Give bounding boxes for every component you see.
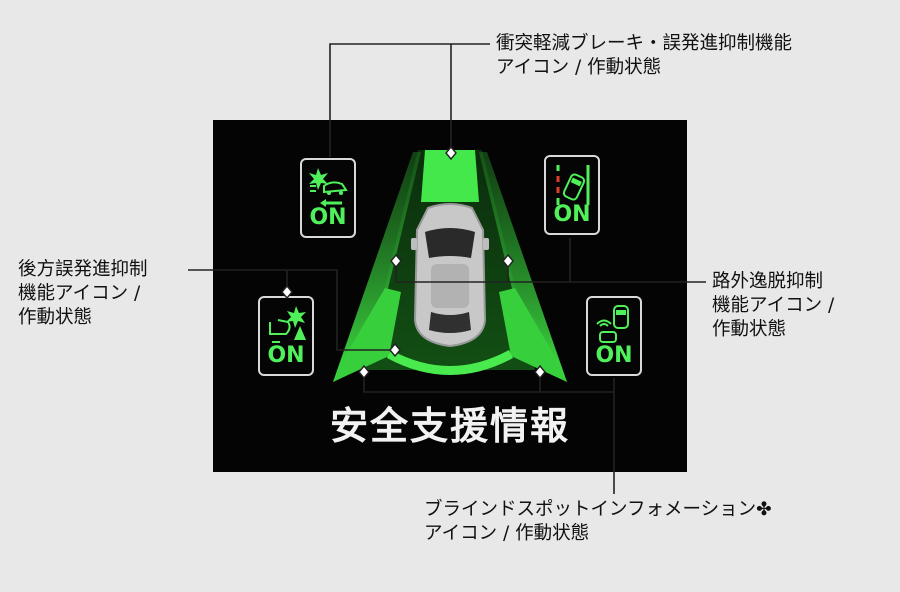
- rear-right-zone: [499, 288, 567, 382]
- right-lane-line: [479, 152, 567, 382]
- callout-rear-line3: 作動状態: [18, 307, 93, 328]
- blind-spot-indicator: ON: [586, 296, 642, 376]
- callout-rear-misacceleration: 後方誤発進抑制 機能アイコン / 作動状態: [18, 258, 148, 330]
- display-title: 安全支援情報: [329, 404, 570, 448]
- leader-rear-zone: [188, 269, 395, 351]
- vehicle-icon: [411, 203, 489, 348]
- blind-spot-icon: [596, 305, 629, 343]
- road-departure-indicator: ON: [544, 155, 600, 235]
- pointer-lane-left: [390, 253, 402, 269]
- vehicle-scene: [333, 150, 567, 382]
- collision-mitigation-indicator: ON: [300, 158, 356, 238]
- callout-lane-line1: 路外逸脱抑制: [712, 271, 824, 292]
- leader-lane-left: [395, 262, 706, 283]
- callout-blind-spot: ブラインドスポットインフォメーション✤ アイコン / 作動状態: [424, 498, 772, 546]
- road-departure-icon: [556, 165, 590, 205]
- pointer-rear-zone: [389, 342, 401, 358]
- left-lane-line: [333, 152, 421, 382]
- pointer-lane-right: [502, 253, 514, 269]
- pointer-blindspot-left: [358, 364, 370, 380]
- forward-collision-zone: [421, 150, 479, 202]
- leader-blindspot-left: [363, 372, 614, 393]
- rear-misacceleration-icon: [269, 306, 306, 343]
- rear-arc: [387, 350, 513, 375]
- collision-mitigation-brake-icon: [309, 168, 348, 207]
- collision-mitigation-status: ON: [309, 205, 347, 230]
- callout-collision-line1: 衝突軽減ブレーキ・誤発進抑制機能: [496, 33, 793, 54]
- pointer-blindspot-right: [534, 364, 546, 380]
- leader-collision-icon: [329, 43, 490, 157]
- pointer-collision-zone: [445, 145, 457, 161]
- callout-rear-line1: 後方誤発進抑制: [18, 259, 148, 280]
- callout-blindspot-line2: アイコン / 作動状態: [424, 523, 590, 544]
- pointer-rear-icon: [281, 284, 293, 300]
- safety-support-display: ON ON ON: [213, 120, 687, 472]
- rear-misacceleration-status: ON: [267, 343, 305, 368]
- callout-road-departure: 路外逸脱抑制 機能アイコン / 作動状態: [712, 270, 834, 342]
- road-departure-status: ON: [553, 202, 591, 227]
- callout-blindspot-line1: ブラインドスポットインフォメーション✤: [424, 499, 772, 520]
- callout-collision-mitigation: 衝突軽減ブレーキ・誤発進抑制機能 アイコン / 作動状態: [496, 32, 792, 80]
- blind-spot-status: ON: [595, 343, 633, 368]
- callout-collision-line2: アイコン / 作動状態: [496, 57, 662, 78]
- rear-left-zone: [333, 288, 401, 382]
- callout-lane-line2: 機能アイコン /: [712, 295, 835, 316]
- callout-lane-line3: 作動状態: [712, 319, 787, 340]
- callout-rear-line2: 機能アイコン /: [18, 283, 141, 304]
- rear-misacceleration-indicator: ON: [258, 296, 314, 376]
